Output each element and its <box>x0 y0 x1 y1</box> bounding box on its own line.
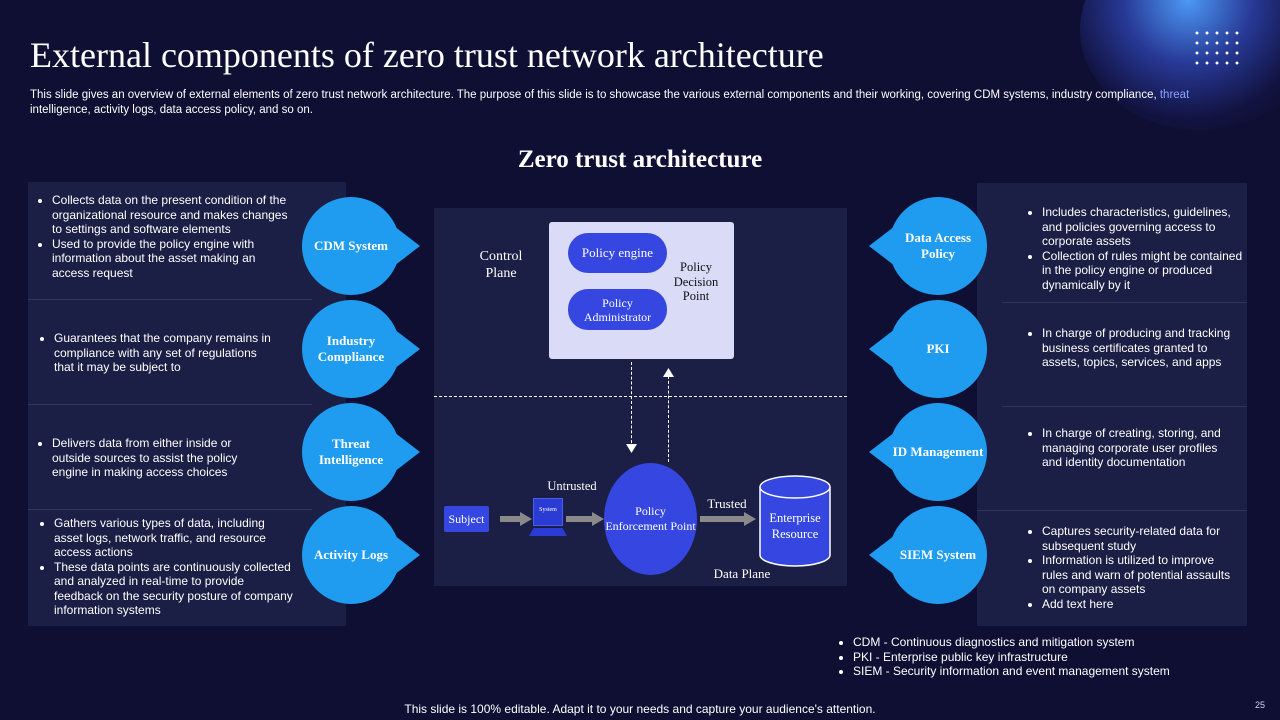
bullet: In charge of creating, storing, and mana… <box>1042 426 1230 470</box>
arrow-up-icon <box>663 368 674 377</box>
bullet: Information is utilized to improve rules… <box>1042 553 1242 597</box>
abbreviation-item: CDM - Continuous diagnostics and mitigat… <box>853 635 1170 650</box>
node-label: ID Management <box>892 444 984 459</box>
activity-logs-node: Activity Logs <box>302 506 420 604</box>
bullet: Collects data on the present condition o… <box>52 193 292 237</box>
enterprise-resource-label: Enterprise Resource <box>769 511 821 541</box>
bullet: Captures security-related data for subse… <box>1042 524 1242 553</box>
policy-enforcement-point-node: Policy Enforcement Point <box>604 463 697 575</box>
page-subtitle: This slide gives an overview of external… <box>30 88 1250 117</box>
diagram-title: Zero trust architecture <box>517 146 763 173</box>
pki-node: PKI <box>869 300 987 398</box>
right-separator <box>977 510 1247 511</box>
siem-system-node: SIEM System <box>869 506 987 604</box>
policy-engine-box: Policy engine <box>568 233 667 273</box>
bullet: Used to provide the policy engine with i… <box>52 237 292 281</box>
page-number: 25 <box>1255 700 1266 710</box>
down-dashed-connector <box>631 362 632 448</box>
subtitle-text-end: intelligence, activity logs, data access… <box>30 103 313 116</box>
arrow-right-icon <box>500 512 532 526</box>
threat-intelligence-description: Delivers data from either inside or outs… <box>30 436 270 480</box>
left-separator <box>28 299 312 300</box>
policy-decision-point-label: Policy Decision Point <box>673 260 719 303</box>
bullet: Includes characteristics, guidelines, an… <box>1042 205 1248 249</box>
siem-description: Captures security-related data for subse… <box>1020 524 1242 611</box>
bullet: Gathers various types of data, including… <box>54 516 294 560</box>
trusted-label: Trusted <box>707 496 747 511</box>
cdm-description: Collects data on the present condition o… <box>30 193 292 280</box>
data-plane-label: Data Plane <box>713 566 771 581</box>
industry-compliance-description: Guarantees that the company remains in c… <box>32 331 280 375</box>
arrow-down-icon <box>626 444 637 453</box>
cdm-system-node: CDM System <box>302 197 420 295</box>
left-separator <box>28 404 312 405</box>
right-panel <box>977 183 1247 626</box>
node-label: Industry Compliance <box>317 333 385 364</box>
pki-description: In charge of producing and tracking busi… <box>1020 326 1240 370</box>
left-separator <box>28 509 312 510</box>
footer-text: This slide is 100% editable. Adapt it to… <box>404 702 876 716</box>
up-dashed-connector <box>668 376 669 462</box>
node-label: PKI <box>926 341 950 356</box>
data-access-policy-node: Data Access Policy <box>869 197 987 295</box>
data-access-policy-description: Includes characteristics, guidelines, an… <box>1020 205 1248 292</box>
bullet: Collection of rules might be contained i… <box>1042 249 1248 293</box>
abbreviation-item: SIEM - Security information and event ma… <box>853 664 1170 679</box>
database-icon <box>759 475 831 567</box>
control-plane-label: Control Plane <box>479 249 523 281</box>
right-separator <box>1002 406 1247 407</box>
bullet: Guarantees that the company remains in c… <box>54 331 280 375</box>
arrow-right-icon <box>566 512 604 526</box>
untrusted-label: Untrusted <box>547 479 597 493</box>
industry-compliance-node: Industry Compliance <box>302 300 420 398</box>
bullet: In charge of producing and tracking busi… <box>1042 326 1240 370</box>
arrow-right-icon <box>700 512 756 526</box>
node-label: Threat Intelligence <box>318 436 384 467</box>
laptop-icon: System <box>529 498 567 540</box>
policy-administrator-box: Policy Administrator <box>568 289 667 330</box>
bullet: Delivers data from either inside or outs… <box>52 436 270 480</box>
subject-box: Subject <box>444 506 489 532</box>
id-management-description: In charge of creating, storing, and mana… <box>1020 426 1230 470</box>
node-label: Activity Logs <box>313 547 389 562</box>
activity-logs-description: Gathers various types of data, including… <box>32 516 294 618</box>
threat-intelligence-node: Threat Intelligence <box>302 403 420 501</box>
system-label: System <box>539 507 557 513</box>
subtitle-highlight: threat <box>1159 89 1190 101</box>
node-label: SIEM System <box>899 547 977 562</box>
id-management-node: ID Management <box>869 403 987 501</box>
abbreviations-list: CDM - Continuous diagnostics and mitigat… <box>832 635 1170 679</box>
bullet: These data points are continuously colle… <box>54 560 294 618</box>
dot-grid-decoration <box>1192 28 1244 68</box>
abbreviation-item: PKI - Enterprise public key infrastructu… <box>853 650 1170 665</box>
node-label: Data Access Policy <box>904 230 972 261</box>
page-title: External components of zero trust networ… <box>30 35 824 75</box>
subtitle-text: This slide gives an overview of external… <box>30 89 1160 101</box>
right-separator <box>1002 302 1247 303</box>
bullet: Add text here <box>1042 597 1242 612</box>
plane-divider <box>434 396 847 397</box>
node-label: CDM System <box>313 238 388 253</box>
